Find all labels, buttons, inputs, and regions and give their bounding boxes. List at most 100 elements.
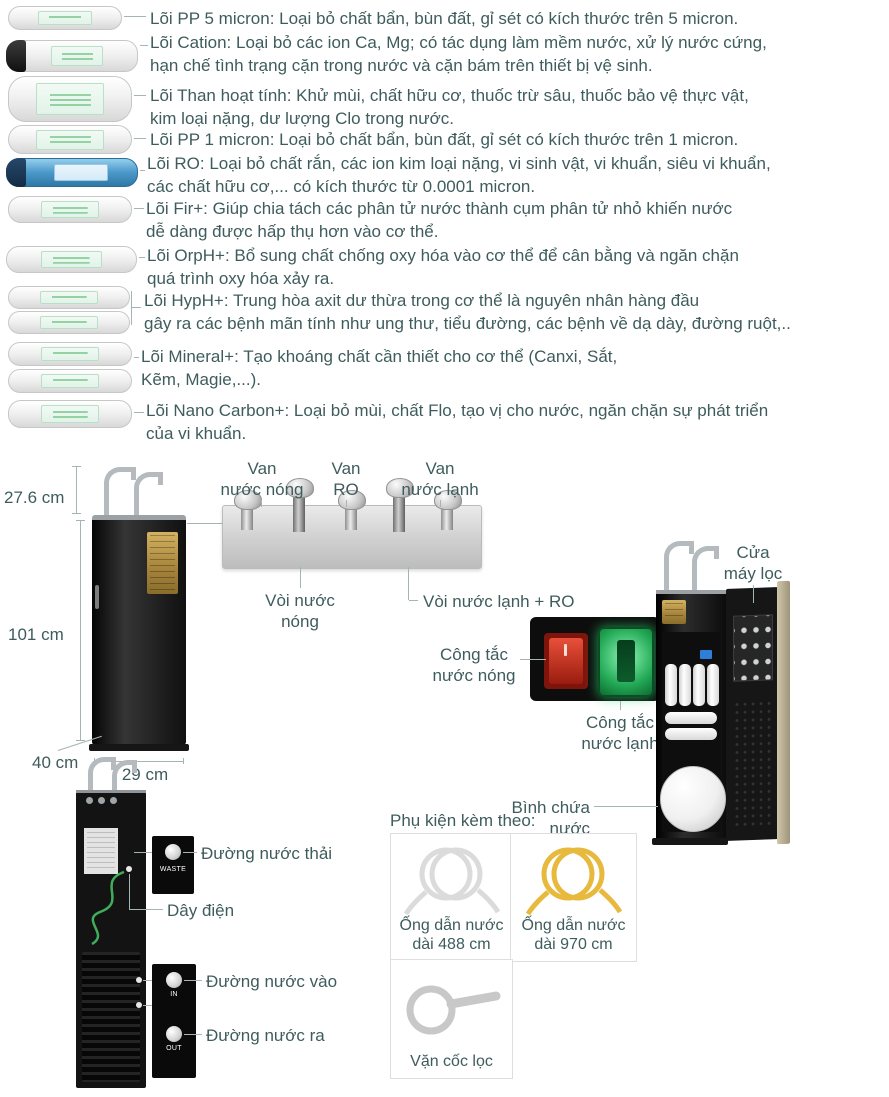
open-machine-top-strip [656,590,726,594]
door-label: Cửa máy lọc [723,543,783,584]
valve-knob-3 [338,490,366,530]
dimension-line [76,520,85,521]
inner-filter-4 [707,664,719,706]
filter-ro-image [6,158,138,187]
leader-line [346,500,347,507]
dimension-line [72,466,81,467]
front-cold-faucet-icon [132,472,163,521]
filter-pp5-text: Lõi PP 5 micron: Loại bỏ chất bẩn, bùn đ… [150,9,739,28]
front-machine-handle [95,585,99,609]
yellow-tube-coil-icon [525,847,623,916]
leader-line [520,659,546,660]
filter-carbon-text: Lõi Than hoạt tính: Khử mùi, chất hữu cơ… [150,86,749,129]
accessory-box-tube970: Ống dẫn nước dài 970 cm [510,833,637,962]
inout-callout-box: IN OUT [152,964,196,1078]
leader-line [187,523,222,524]
leader-line [131,291,132,325]
inner-filter-3 [693,664,705,706]
leader-line [131,307,141,308]
inlet-label: Đường nước vào [206,972,338,991]
tap-hot-label: Vòi nước nóng [265,591,335,632]
filter-wrench-icon [406,985,501,1035]
outlet-port-icon [166,1026,182,1042]
dimension-line [80,520,81,741]
leader-line [409,600,418,601]
valve-ro-label: Van RO [331,459,361,500]
leader-line [134,95,146,96]
leader-line [143,1005,152,1006]
waste-callout-box: WASTE [152,836,194,894]
leader-line [300,567,301,588]
power-socket-dot [126,866,132,872]
filter-cation-image [6,40,138,72]
filter-cation-text: Lõi Cation: Loại bỏ các ion Ca, Mg; có t… [150,33,767,76]
accessory-caption-wrench: Vặn cốc lọc [410,1053,493,1071]
filter-carbon-image [8,76,132,122]
dimension-line [94,761,184,762]
hot-switch-icon [544,633,588,689]
filter-pp1-text: Lõi PP 1 micron: Loại bỏ chất bẩn, bùn đ… [150,130,739,149]
filter-door-edge [777,580,790,845]
valve-knob-1 [234,490,262,530]
accessory-box-wrench: Vặn cốc lọc [390,959,513,1079]
outlet-dot-on-machine [136,1002,142,1008]
door-button-panel [733,614,773,682]
front-machine-base [89,744,189,751]
dim-depth-label: 40 cm [32,753,79,772]
waste-port-icon [165,844,181,860]
valve-knob-2 [286,478,314,532]
leader-line [440,500,441,507]
valve-knob-5 [434,490,462,530]
accessory-caption-tube488: Ống dẫn nước dài 488 cm [399,916,504,954]
tap-cold-label: Vòi nước lạnh + RO [423,592,575,611]
valve-cold-label: Van nước lạnh [401,459,479,500]
back-machine-top-strip [76,790,146,793]
back-spec-sticker [84,828,118,874]
filter-orph-image [6,246,137,273]
leader-line [184,980,202,981]
leader-line [134,138,146,139]
dimension-line [72,513,81,514]
switch-hot-label: Công tắc nước nóng [432,645,516,686]
tank-label: Bình chứa nước [511,798,590,839]
power-label: Dây điện [167,901,235,920]
valve-knob-4 [386,478,414,532]
dimension-line [76,740,85,741]
water-tank-image [660,766,726,832]
dimension-line [183,758,184,764]
back-port-3 [110,797,117,804]
inner-filter-2 [679,664,691,706]
leader-line [143,980,152,981]
power-cord-icon [91,870,125,946]
filter-pp1-image [8,125,132,154]
accessories-title: Phụ kiện kèm theo: [390,811,536,830]
accessory-caption-tube970: Ống dẫn nước dài 970 cm [521,916,626,954]
valve-hot-label: Van nước nóng [220,459,304,500]
outlet-label: Đường nước ra [206,1026,325,1045]
back-port-2 [98,797,105,804]
filter-hyph-image-2 [8,311,130,334]
leader-line [140,45,148,46]
tds-led-icon [700,650,712,659]
switch-cold-label: Công tắc nước lạnh [581,713,659,754]
leader-line [140,170,145,171]
waste-label: Đường nước thải [201,844,333,863]
filter-fir-image [8,196,132,223]
leader-line [620,701,621,710]
leader-line [134,357,139,358]
leader-line [124,16,146,17]
inlet-port-icon [166,972,182,988]
filter-orph-text: Lõi OrpH+: Bổ sung chất chống oxy hóa và… [147,246,739,289]
dimension-line [76,466,77,514]
front-machine-top-strip [92,515,186,520]
dim-faucet-height-label: 27.6 cm [4,488,65,507]
dim-body-height-label: 101 cm [8,625,64,644]
leader-line [129,874,130,909]
inlet-port-label: IN [170,991,178,998]
inlet-dot-on-machine [136,977,142,983]
open-machine-control-panel [662,600,686,624]
white-tube-coil-icon [403,847,501,916]
leader-line [139,257,145,258]
filter-hyph-text: Lõi HypH+: Trung hòa axit dư thừa trong … [144,291,791,334]
